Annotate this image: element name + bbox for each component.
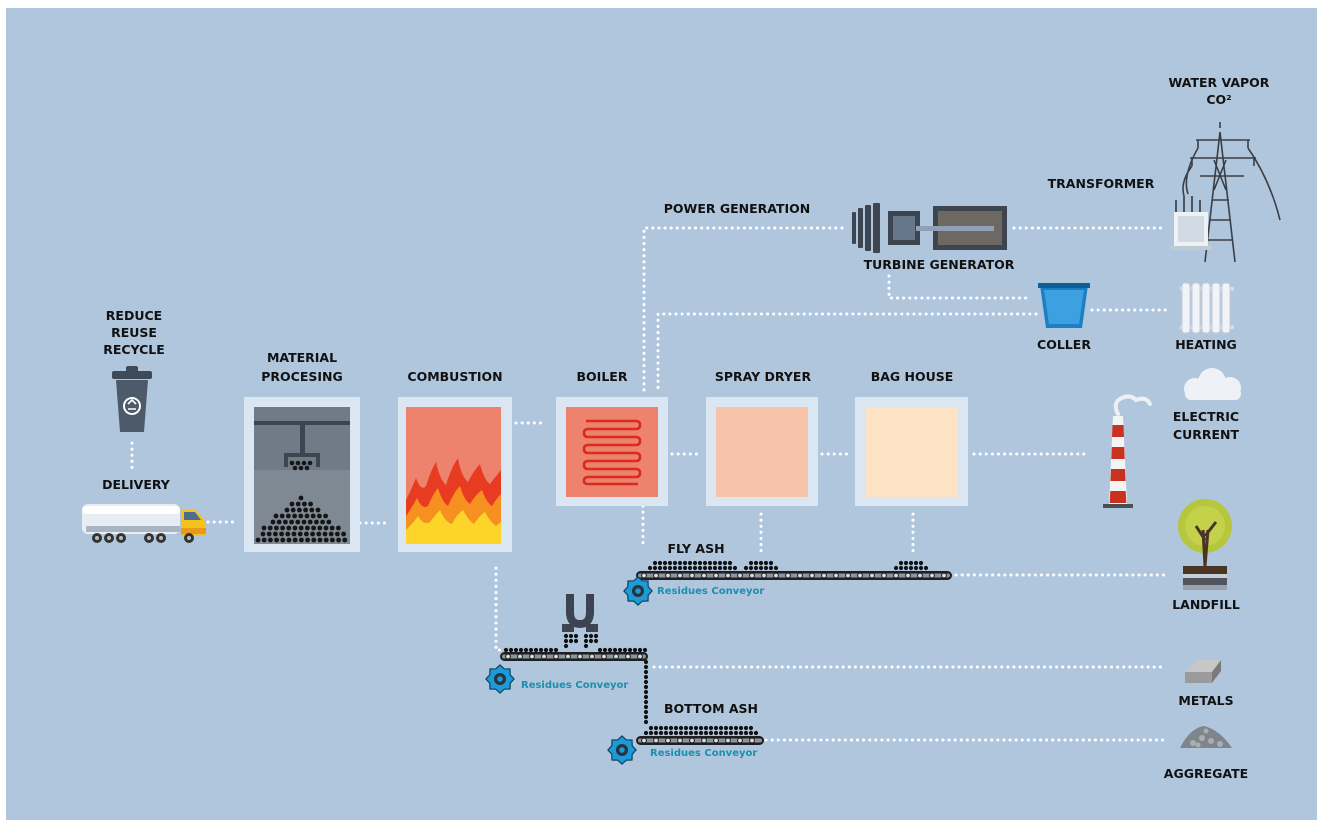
gear-icon [623,576,653,606]
label-co2: CO² [1206,92,1231,107]
power-pylon-icon [1182,122,1281,263]
flow-lines [130,226,1168,742]
magnet-icon [562,594,598,632]
radiator-icon [1180,282,1234,334]
claw-material [289,460,313,471]
material-processing-unit [244,397,360,552]
metal-pile [503,633,649,725]
cloud-icon [1184,368,1241,400]
boiler-unit [556,397,668,506]
label-bag-house: BAG HOUSE [871,369,954,384]
label-reduce: REDUCE [106,308,162,323]
conveyors [485,560,952,765]
label-heating: HEATING [1175,337,1237,352]
bag-house-unit [855,397,968,506]
label-delivery: DELIVERY [102,477,171,492]
label-power-generation: POWER GENERATION [664,201,810,216]
label-aggregate: AGGREGATE [1164,766,1248,781]
label-metals: METALS [1178,693,1233,708]
label-bottom-ash: BOTTOM ASH [664,701,758,716]
flow-turbine-to-coller [887,274,1032,300]
label-combustion: COMBUSTION [407,369,502,384]
label-procesing: PROCESING [261,369,343,384]
generator-icon [916,206,1007,250]
label-material: MATERIAL [267,350,337,365]
cooler-bucket-icon [1038,283,1090,328]
label-landfill: LANDFILL [1172,597,1240,612]
aggregate-rocks-icon [1180,726,1232,748]
fly-ash-pile [647,560,929,571]
fire-icon [406,458,501,544]
flow-combustion-to-bottom [494,566,508,652]
flow-boiler-to-power [642,226,844,392]
combustion-chamber [398,397,512,552]
transformer-icon [1170,196,1212,250]
label-spray-dryer: SPRAY DRYER [715,369,812,384]
bottom-ash-belt [636,736,764,745]
label-conveyor-fly-ash: Residues Conveyor [657,586,764,597]
label-electric: ELECTRIC [1173,409,1239,424]
fly-ash-belt [636,571,952,580]
gear-icon [485,664,515,694]
label-recycle: RECYCLE [103,342,165,357]
label-water-vapor: WATER VAPOR [1169,75,1270,90]
chimney-icon [1103,394,1152,508]
waste-pile [255,495,348,543]
gear-icon [607,735,637,765]
label-reuse: REUSE [111,325,157,340]
recycle-bin-icon [112,366,152,432]
label-conveyor-magnet: Residues Conveyor [521,680,628,691]
delivery-truck-icon [82,504,206,543]
label-transformer: TRANSFORMER [1048,176,1155,191]
label-boiler: BOILER [577,369,628,384]
label-coller: COLLER [1037,337,1091,352]
flow-coller-to-boiler [656,312,1038,392]
label-fly-ash: FLY ASH [667,541,724,556]
label-turbine-generator: TURBINE GENERATOR [864,257,1015,272]
spray-dryer-unit [706,397,818,506]
turbine-icon [852,203,920,253]
labels: REDUCE REUSE RECYCLE DELIVERY MATERIAL P… [102,75,1270,781]
metal-ingot-icon [1185,660,1221,683]
magnet-belt [500,652,648,661]
label-conveyor-bottom-ash: Residues Conveyor [650,748,757,759]
bottom-ash-pile [643,725,759,736]
heating-coil [582,419,642,486]
tree-icon [1178,499,1232,590]
label-current: CURRENT [1173,427,1240,442]
